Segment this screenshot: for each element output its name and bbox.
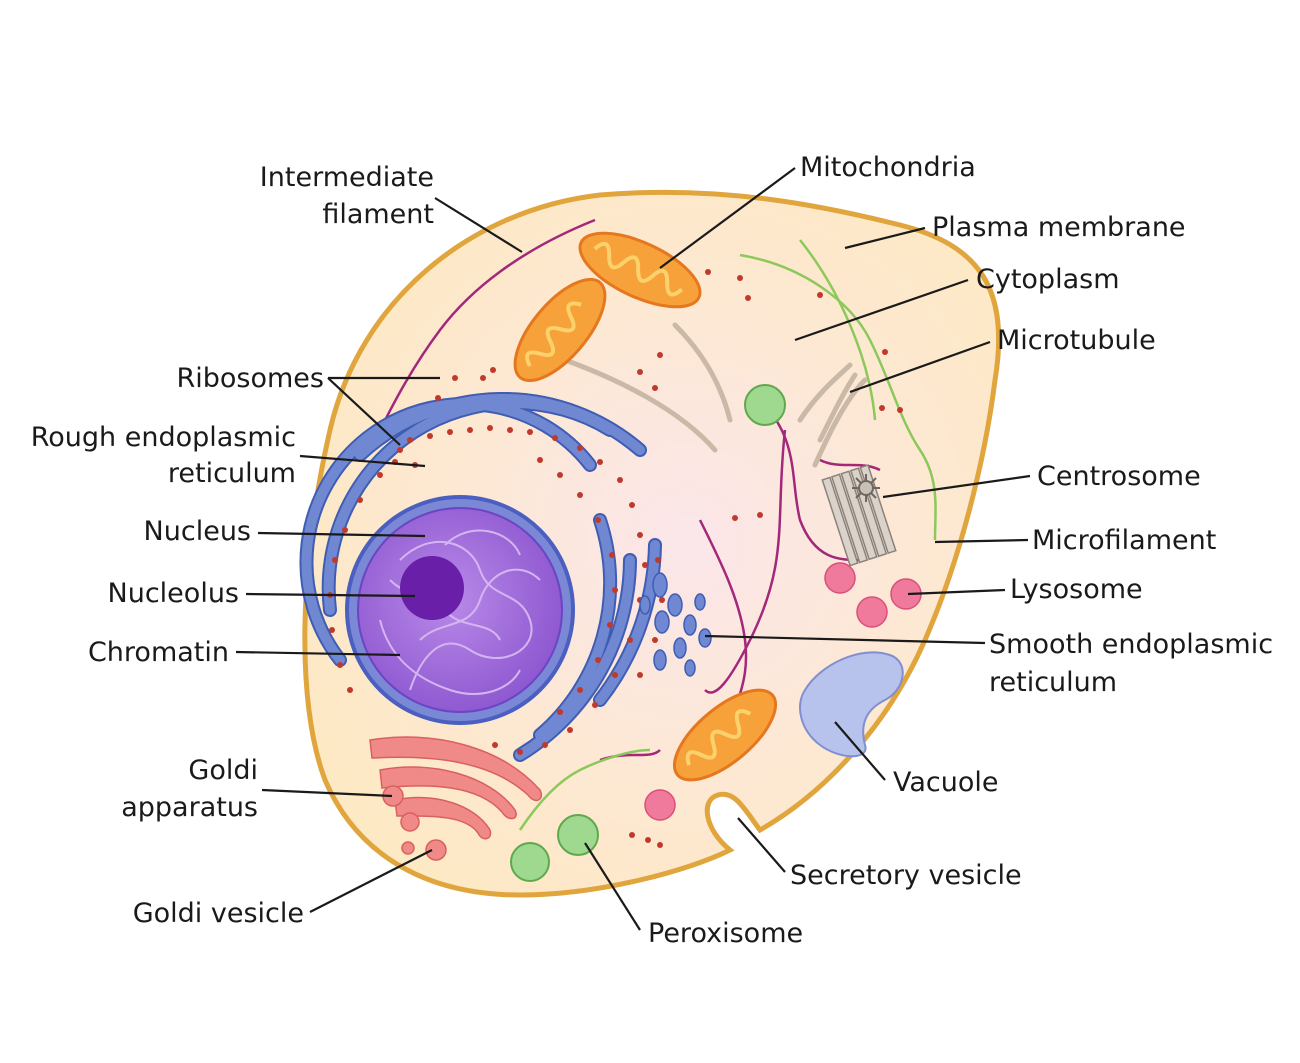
labels: Intermediate filament Mitochondria Plasm… [31,152,1273,949]
label-golgi-apparatus-2: apparatus [121,792,258,823]
peroxisomes [510,384,786,882]
label-lysosome: Lysosome [1010,574,1143,605]
mitochondria [513,231,778,782]
label-golgi-vesicle: Goldi vesicle [133,898,304,929]
nucleus [345,495,575,725]
label-intermediate-filament-2: filament [322,199,434,230]
leader-lines [235,167,1031,931]
label-cytoplasm: Cytoplasm [976,264,1120,295]
label-smooth-er-2: reticulum [989,667,1117,698]
intermediate-filaments [373,218,881,762]
label-ribosomes: Ribosomes [177,363,325,394]
label-microtubule: Microtubule [997,325,1156,356]
label-plasma-membrane: Plasma membrane [932,212,1186,243]
microfilaments [518,239,937,831]
label-centrosome: Centrosome [1037,461,1201,492]
label-chromatin: Chromatin [88,637,229,668]
ribosomes [397,269,903,848]
golgi-apparatus [369,736,542,861]
microtubules [562,322,868,468]
label-nucleolus: Nucleolus [108,578,239,609]
label-nucleus: Nucleus [144,516,251,547]
label-microfilament: Microfilament [1032,525,1216,556]
mitochondrion-left [513,277,607,383]
smooth-endoplasmic-reticulum [639,572,712,677]
vacuole [799,651,904,758]
label-rough-er-2: reticulum [168,458,296,489]
label-vacuole: Vacuole [893,767,999,798]
label-peroxisome: Peroxisome [648,918,803,949]
nucleolus [400,556,464,620]
label-rough-er-1: Rough endoplasmic [31,422,296,453]
label-smooth-er-1: Smooth endoplasmic [989,629,1273,660]
label-golgi-apparatus-1: Goldi [188,755,258,786]
lysosomes [644,562,922,821]
mitochondrion-bottom [672,688,778,782]
label-secretory-vesicle: Secretory vesicle [790,860,1022,891]
mitochondrion-top [578,231,702,309]
label-mitochondria: Mitochondria [800,152,976,183]
centrosome [821,464,897,567]
chromatin [379,529,541,695]
label-intermediate-filament-1: Intermediate [260,162,434,193]
rough-endoplasmic-reticulum [299,392,665,762]
